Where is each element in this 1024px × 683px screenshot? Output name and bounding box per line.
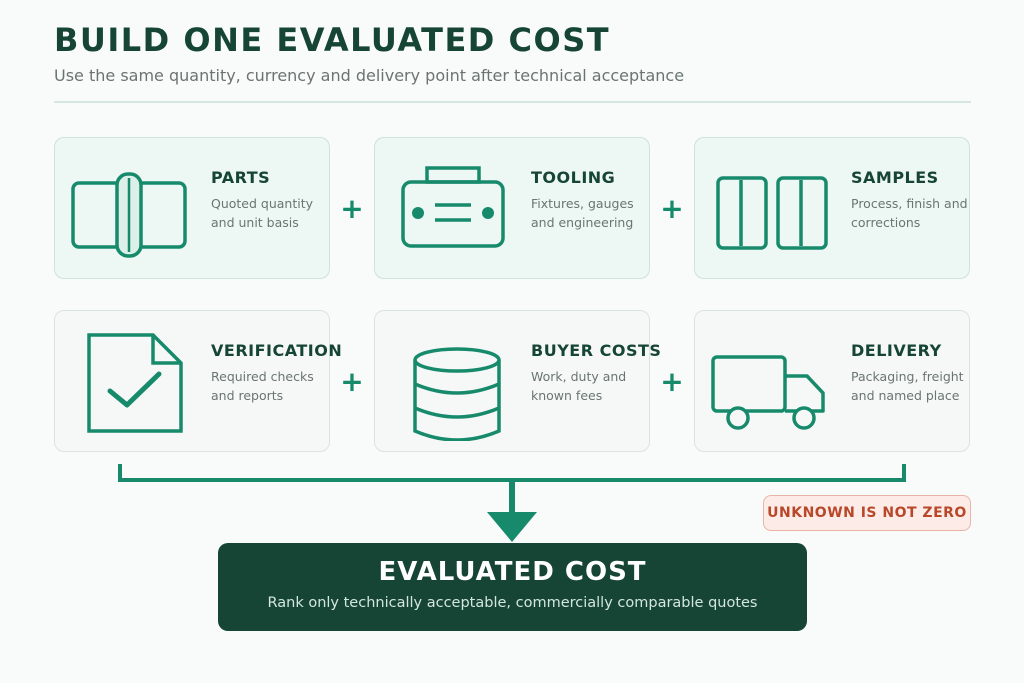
card-samples: SAMPLES Process, finish and corrections (694, 137, 970, 279)
card-title: PARTS (211, 168, 271, 187)
page-subtitle: Use the same quantity, currency and deli… (54, 66, 685, 85)
plus-operator: + (340, 365, 364, 398)
plus-operator: + (340, 192, 364, 225)
card-title: DELIVERY (851, 341, 942, 360)
card-parts: PARTS Quoted quantity and unit basis (54, 137, 330, 279)
bracket-line (118, 464, 906, 482)
card-buyer-costs: BUYER COSTS Work, duty and known fees (374, 310, 661, 452)
part-icon (71, 172, 187, 258)
card-description: Process, finish and corrections (851, 196, 968, 230)
card-description: Quoted quantity and unit basis (211, 196, 314, 230)
result-box: EVALUATED COST Rank only technically acc… (218, 543, 807, 631)
card-description: Fixtures, gauges and engineering (531, 196, 634, 230)
database-icon (413, 347, 501, 441)
card-description: Packaging, freight and named place (851, 369, 964, 403)
card-title: SAMPLES (851, 168, 939, 187)
card-verification: VERIFICATION Required checks and reports (54, 310, 342, 452)
header-divider (54, 101, 971, 103)
arrow-head (487, 512, 537, 542)
result-title: EVALUATED COST (378, 557, 647, 587)
card-title: TOOLING (531, 168, 616, 187)
page-title: BUILD ONE EVALUATED COST (54, 21, 611, 59)
card-title: BUYER COSTS (531, 341, 662, 360)
truck-icon (711, 355, 825, 430)
card-description: Work, duty and known fees (531, 369, 627, 403)
result-description: Rank only technically acceptable, commer… (267, 595, 758, 611)
card-title: VERIFICATION (211, 341, 343, 360)
plus-operator: + (660, 365, 684, 398)
warning-badge: UNKNOWN IS NOT ZERO (763, 495, 971, 531)
samples-icon (716, 176, 828, 250)
tooling-icon (401, 166, 505, 248)
card-description: Required checks and reports (211, 369, 314, 403)
card-tooling: TOOLING Fixtures, gauges and engineering (374, 137, 650, 279)
plus-operator: + (660, 192, 684, 225)
card-delivery: DELIVERY Packaging, freight and named pl… (694, 310, 970, 452)
document-check-icon (87, 333, 183, 433)
